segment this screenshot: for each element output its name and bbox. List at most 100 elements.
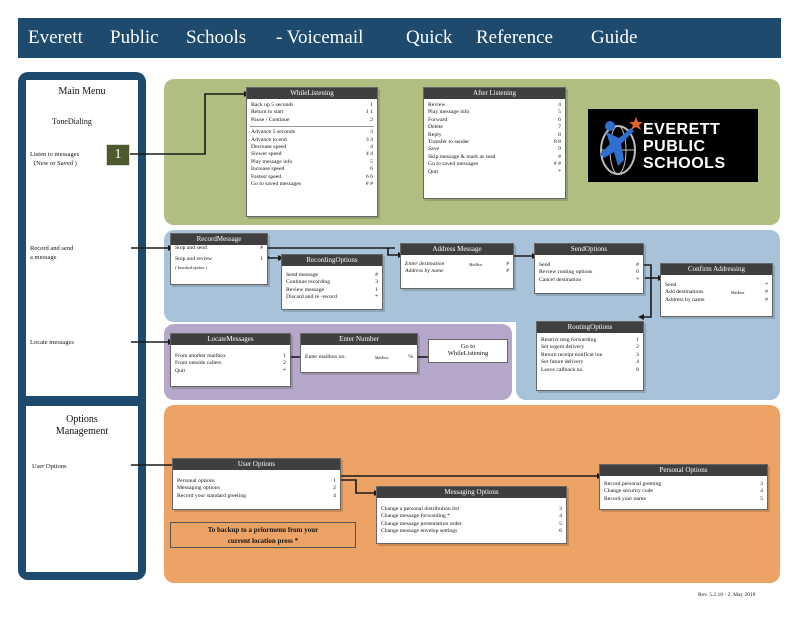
backup-line: current location press * xyxy=(227,537,299,545)
backup-line: To backup to a priormenu from your xyxy=(207,526,319,534)
panel-title: RecordingOptions xyxy=(282,255,382,266)
option-row[interactable]: Stop and send# xyxy=(175,245,263,251)
panel-title: After Listening xyxy=(424,88,565,99)
menu-item-listen[interactable]: Listen to messages (New or Saved ) xyxy=(30,150,79,168)
title-word: Everett xyxy=(28,27,83,48)
panel-title: SendOptions xyxy=(535,244,643,255)
panel-title: Enter Number xyxy=(301,334,417,345)
option-row[interactable]: Leave callback no.8 xyxy=(541,366,639,373)
option-row[interactable]: Address by name# xyxy=(405,268,509,275)
menu-item-sub: (New or Saved ) xyxy=(34,160,77,167)
runner-icon xyxy=(600,117,643,175)
option-row[interactable]: Enter mailbox no.Mailbox% xyxy=(305,354,413,360)
revision-text: Rev. 5.2.18 - 2, May 2018 xyxy=(698,592,756,598)
option-row[interactable]: Go to saved messages# # xyxy=(251,180,373,187)
panel-title: WhileListening xyxy=(247,88,377,99)
menu-item-label: Record and send xyxy=(30,245,74,252)
menu-item-user-options[interactable]: User Options xyxy=(32,463,67,470)
title-word: Schools xyxy=(186,27,247,48)
divider xyxy=(250,126,374,128)
option-row[interactable]: Skip message & mark as read# xyxy=(428,153,561,160)
option-row[interactable]: Address by name# xyxy=(665,296,768,303)
title-word: Reference xyxy=(476,27,553,48)
option-row[interactable]: Send# xyxy=(539,262,639,268)
sidebar: Main Menu ToneDialing Listen to messages… xyxy=(18,72,146,580)
option-row[interactable]: Change message forwarding *4 xyxy=(381,513,562,520)
option-row[interactable]: Send* xyxy=(665,282,768,288)
option-row[interactable]: Quit* xyxy=(175,367,286,374)
record-message-panel: RecordMessage Stop and send# Stop and re… xyxy=(170,233,268,285)
title-word: - Voicemail xyxy=(276,27,364,48)
logo-line: EVERETT xyxy=(643,121,721,138)
option-row[interactable]: Discard and re -record* xyxy=(286,294,378,301)
panel-title: Confirm Addressing xyxy=(661,264,772,275)
option-row[interactable]: Quit* xyxy=(428,168,561,175)
panel-title: Personal Options xyxy=(600,465,767,476)
goto-while-listening-box[interactable]: Go to WhileListening xyxy=(428,339,508,363)
option-row[interactable]: Send message# xyxy=(286,272,378,278)
option-sub: ( Invoked option ) xyxy=(175,264,208,270)
main-menu-title: Main Menu xyxy=(58,86,106,97)
title-word: Public xyxy=(110,27,159,48)
options-management-box: Options Management User Options xyxy=(26,406,138,572)
menu-item-record[interactable]: Record and send a message xyxy=(30,244,73,262)
menu-item-locate[interactable]: Locate messages xyxy=(30,338,74,347)
option-row[interactable]: Cancel destination* xyxy=(539,276,639,283)
key-1-badge: 1 xyxy=(106,144,130,166)
logo-line: SCHOOLS xyxy=(643,155,726,172)
panel-title: Messaging Options xyxy=(377,487,566,498)
title-word: Guide xyxy=(591,27,638,48)
panel-title: RoutingOptions xyxy=(537,322,643,333)
panel-title: Address Message xyxy=(401,244,513,255)
panel-title: LocateMessages xyxy=(171,334,290,345)
enter-number-panel: Enter Number Enter mailbox no.Mailbox% xyxy=(300,333,418,373)
title-bar: Everett Public Schools - Voicemail Quick… xyxy=(18,18,781,58)
everett-public-schools-logo: EVERETT PUBLIC SCHOOLS xyxy=(588,109,758,182)
goto-line: Go to xyxy=(460,343,476,350)
option-row[interactable]: Go to saved messages# # xyxy=(428,161,561,168)
options-title: Options xyxy=(66,414,98,425)
